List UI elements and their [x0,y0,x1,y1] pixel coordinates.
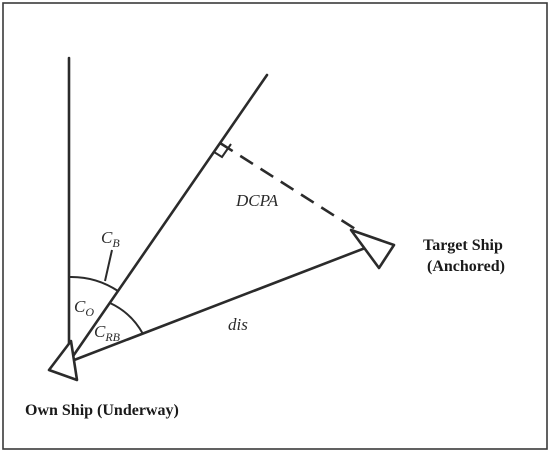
label-target-ship-status: (Anchored) [427,258,505,275]
right-angle-marker [213,143,232,159]
target-ship-triangle [349,228,396,270]
label-co-sub: O [85,305,94,319]
arc-course-co [68,275,119,292]
label-crb-main: C [94,322,106,341]
label-own-ship: Own Ship (Underway) [25,402,179,419]
own-ship-triangle [47,339,79,382]
arc-relative-bearing-crb [109,302,144,335]
label-crb: CRB [94,322,121,344]
label-crb-sub: RB [104,330,120,344]
label-dcpa: DCPA [235,191,279,210]
label-target-ship: Target Ship [423,237,503,254]
label-cb-main: C [101,228,113,247]
label-cb-sub: B [112,236,120,250]
cb-leader-line [104,249,113,282]
label-dis: dis [228,315,248,334]
label-co: CO [74,297,94,319]
bearing-line-dis [67,243,375,364]
label-co-main: C [74,297,86,316]
label-cb: CB [101,228,120,250]
heading-line [67,73,269,364]
dcpa-dashed-line [219,141,361,234]
